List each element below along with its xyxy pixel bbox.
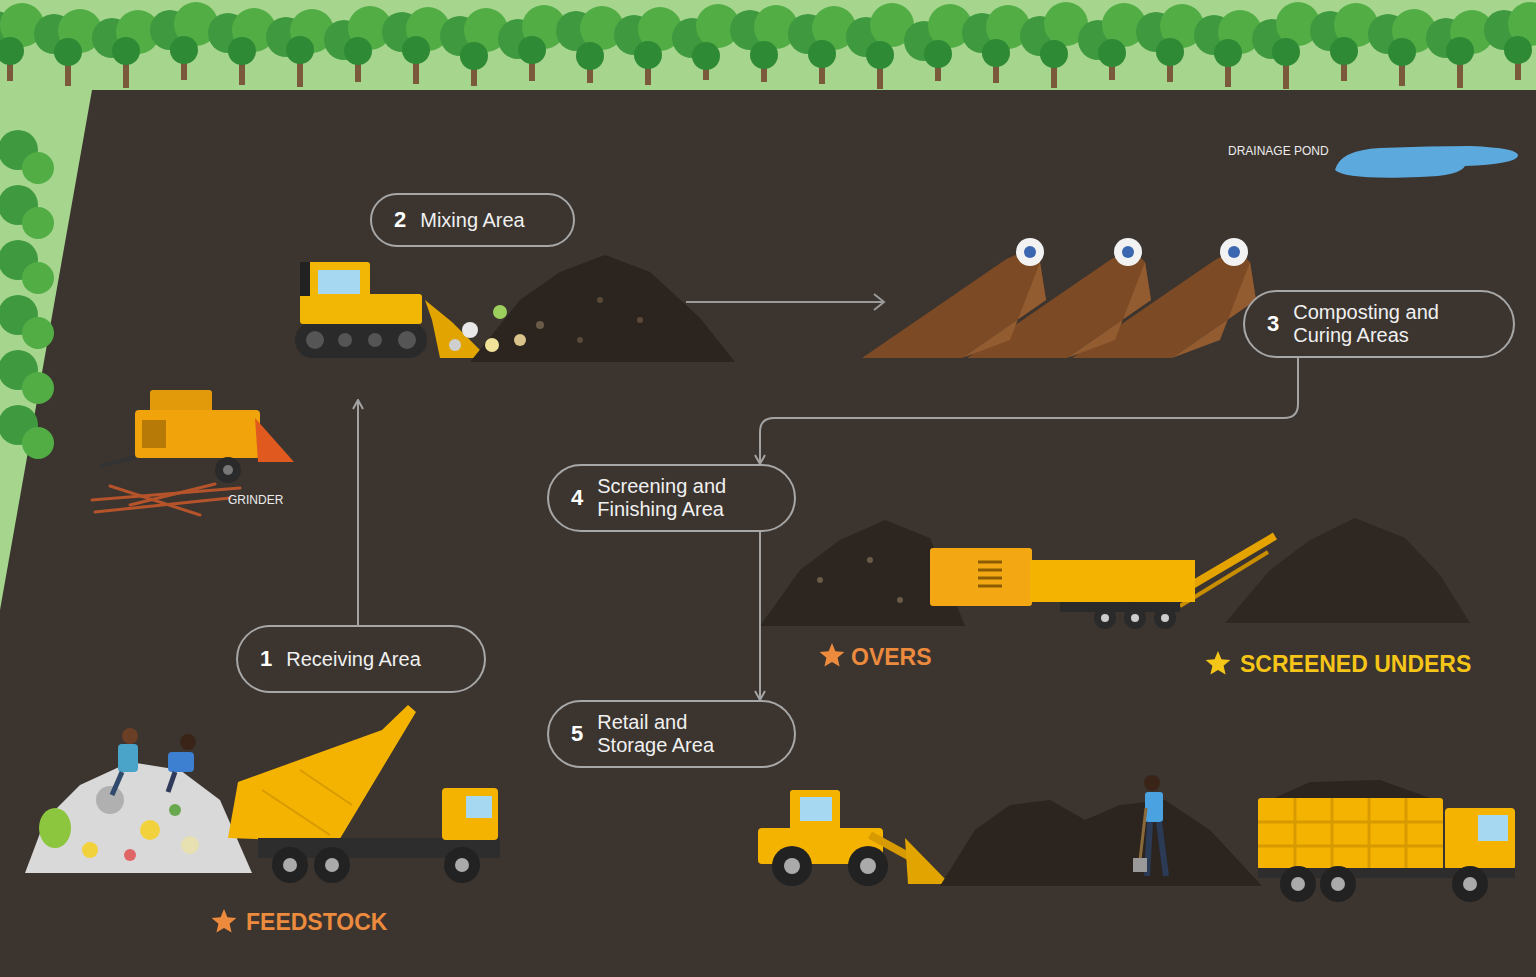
- tree-crown: [1330, 37, 1358, 65]
- area-box: 3 Composting and Curing Areas: [1243, 290, 1515, 358]
- area-name: Receiving Area: [286, 648, 421, 671]
- tree-crown: [924, 40, 952, 68]
- product-label: FEEDSTOCK: [246, 909, 387, 936]
- tree-crown: [1504, 36, 1532, 64]
- compost-piles: [940, 800, 1262, 886]
- tree-crown: [228, 37, 256, 65]
- area-box: 1 Receiving Area: [236, 625, 486, 693]
- star-icon: [1206, 651, 1231, 675]
- tree-crown: [54, 38, 82, 66]
- tree-crown: [22, 372, 54, 404]
- star-icon: [212, 909, 237, 933]
- flow-connector: [760, 358, 1298, 464]
- drainage-pond: [1335, 146, 1518, 178]
- tree-crown: [808, 40, 836, 68]
- step-number: 1: [260, 646, 272, 672]
- area-name: Composting and Curing Areas: [1293, 301, 1473, 347]
- area-name: Mixing Area: [420, 209, 525, 232]
- tree-line: [0, 2, 1536, 459]
- area-box: 5 Retail and Storage Area: [547, 700, 796, 768]
- step-number: 4: [571, 485, 583, 511]
- tree-crown: [518, 36, 546, 64]
- feedstock-pile: [25, 762, 252, 873]
- tree-crown: [1446, 37, 1474, 65]
- pond-label: DRAINAGE POND: [1228, 144, 1329, 158]
- tree-crown: [1040, 40, 1068, 68]
- unders-pile: [1225, 518, 1470, 623]
- tree-crown: [460, 42, 488, 70]
- tree-crown: [22, 317, 54, 349]
- workers: [112, 728, 196, 795]
- tree-crown: [402, 36, 430, 64]
- flow-connector: [357, 400, 359, 625]
- bulldozer: [295, 262, 482, 358]
- product-label: SCREENED UNDERS: [1240, 651, 1471, 678]
- tree-crown: [22, 152, 54, 184]
- star-icon: [820, 643, 845, 667]
- haul-truck: [1258, 780, 1515, 902]
- tree-crown: [576, 42, 604, 70]
- worker-shovel: [1133, 775, 1166, 876]
- flow-connector: [759, 532, 761, 700]
- tree-crown: [112, 37, 140, 65]
- area-name: Screening and Finishing Area: [597, 475, 757, 521]
- area-name: Retail and Storage Area: [597, 711, 747, 757]
- tree-crown: [750, 41, 778, 69]
- tree-crown: [286, 36, 314, 64]
- tree-crown: [22, 427, 54, 459]
- ground: [0, 90, 1536, 977]
- area-box: 2 Mixing Area: [370, 193, 575, 247]
- tree-crown: [170, 36, 198, 64]
- tree-crown: [1098, 39, 1126, 67]
- tree-crown: [22, 207, 54, 239]
- tree-crown: [634, 41, 662, 69]
- flow-arrow: [686, 294, 884, 310]
- tree-crown: [1272, 38, 1300, 66]
- equipment-label: GRINDER: [228, 493, 283, 507]
- tree-crown: [344, 37, 372, 65]
- tree-crown: [1156, 38, 1184, 66]
- step-number: 2: [394, 207, 406, 233]
- tree-crown: [982, 39, 1010, 67]
- grinder: [92, 390, 294, 515]
- windrows: [862, 238, 1256, 358]
- dump-truck: [228, 705, 500, 883]
- tree-crown: [1388, 38, 1416, 66]
- tree-crown: [1214, 39, 1242, 67]
- product-label: OVERS: [851, 644, 932, 671]
- tree-crown: [692, 42, 720, 70]
- step-number: 3: [1267, 311, 1279, 337]
- tree-crown: [0, 37, 24, 65]
- mixed-feedstock: [449, 255, 735, 362]
- wheel-loader: [758, 790, 950, 886]
- step-number: 5: [571, 721, 583, 747]
- trommel-screener: [930, 536, 1275, 629]
- tree-crown: [22, 262, 54, 294]
- area-box: 4 Screening and Finishing Area: [547, 464, 796, 532]
- tree-crown: [866, 41, 894, 69]
